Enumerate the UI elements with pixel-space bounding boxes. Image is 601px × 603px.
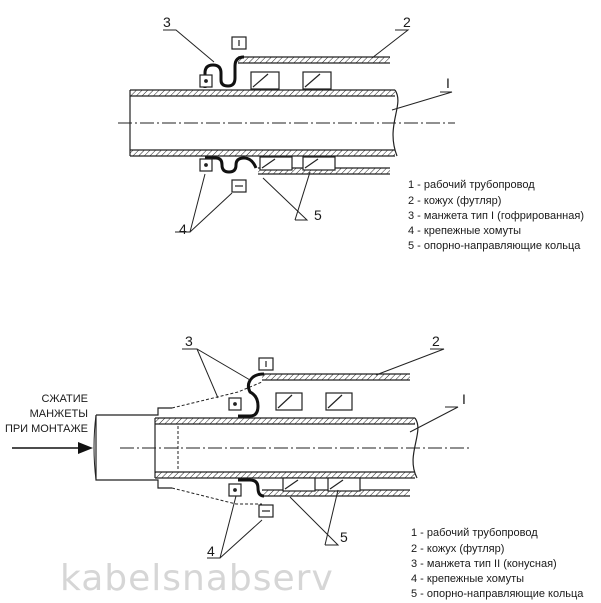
legend-item: 5 - опорно-направляющие кольца: [411, 588, 584, 600]
note-line: ПРИ МОНТАЖЕ: [5, 423, 88, 435]
leader-lines-1: [163, 29, 453, 233]
legend-item: 2 - кожух (футляр): [408, 195, 501, 207]
legend-item: 1 - рабочий трубопровод: [411, 527, 538, 539]
cuff-top-1: [203, 55, 245, 88]
legend-item: 1 - рабочий трубопровод: [408, 179, 535, 191]
cuff-bottom-2: [238, 478, 265, 498]
diagram-2: 3 2 I 4 5 СЖАТИЕ МАНЖЕТЫ ПРИ МОНТАЖЕ 1 -…: [5, 333, 584, 600]
callout-3: 3: [185, 333, 193, 349]
leader-lines-2: [182, 348, 459, 559]
clamp-icon: [228, 357, 274, 518]
legend-1: 1 - рабочий трубопровод 2 - кожух (футля…: [408, 179, 584, 252]
note-line: МАНЖЕТЫ: [30, 408, 88, 420]
callout-4: 4: [207, 543, 215, 559]
callout-4: 4: [179, 221, 187, 237]
note-line: СЖАТИЕ: [41, 393, 88, 405]
support-rings-1: [250, 71, 336, 171]
compression-note: СЖАТИЕ МАНЖЕТЫ ПРИ МОНТАЖЕ: [5, 393, 88, 435]
callout-2: 2: [403, 14, 411, 30]
callout-I: I: [446, 75, 450, 91]
support-rings-2: [275, 392, 361, 492]
diagram-1: 3 2 I 4 5 1 - рабочий трубопровод 2 - ко…: [118, 14, 584, 252]
callout-5: 5: [314, 207, 322, 223]
callout-I: I: [462, 391, 466, 407]
cuff-bottom-1: [205, 156, 258, 174]
cuff-top-2: [238, 372, 265, 418]
legend-item: 4 - крепежные хомуты: [408, 225, 521, 237]
legend-item: 2 - кожух (футляр): [411, 543, 504, 555]
legend-item: 3 - манжета тип II (конусная): [411, 558, 557, 570]
callout-3: 3: [163, 14, 171, 30]
watermark: kabelsnabserv: [60, 558, 334, 599]
clamp-icon: [199, 36, 247, 193]
compressed-outline: [171, 381, 263, 505]
legend-item: 3 - манжета тип I (гофрированная): [408, 210, 584, 222]
callout-5: 5: [340, 529, 348, 545]
press-fixture: [95, 407, 172, 489]
callout-2: 2: [432, 333, 440, 349]
legend-item: 4 - крепежные хомуты: [411, 573, 524, 585]
compression-arrow-icon: [12, 442, 93, 454]
working-pipe-2: [154, 417, 419, 479]
legend-item: 5 - опорно-направляющие кольца: [408, 240, 581, 252]
legend-2: 1 - рабочий трубопровод 2 - кожух (футля…: [411, 527, 584, 600]
